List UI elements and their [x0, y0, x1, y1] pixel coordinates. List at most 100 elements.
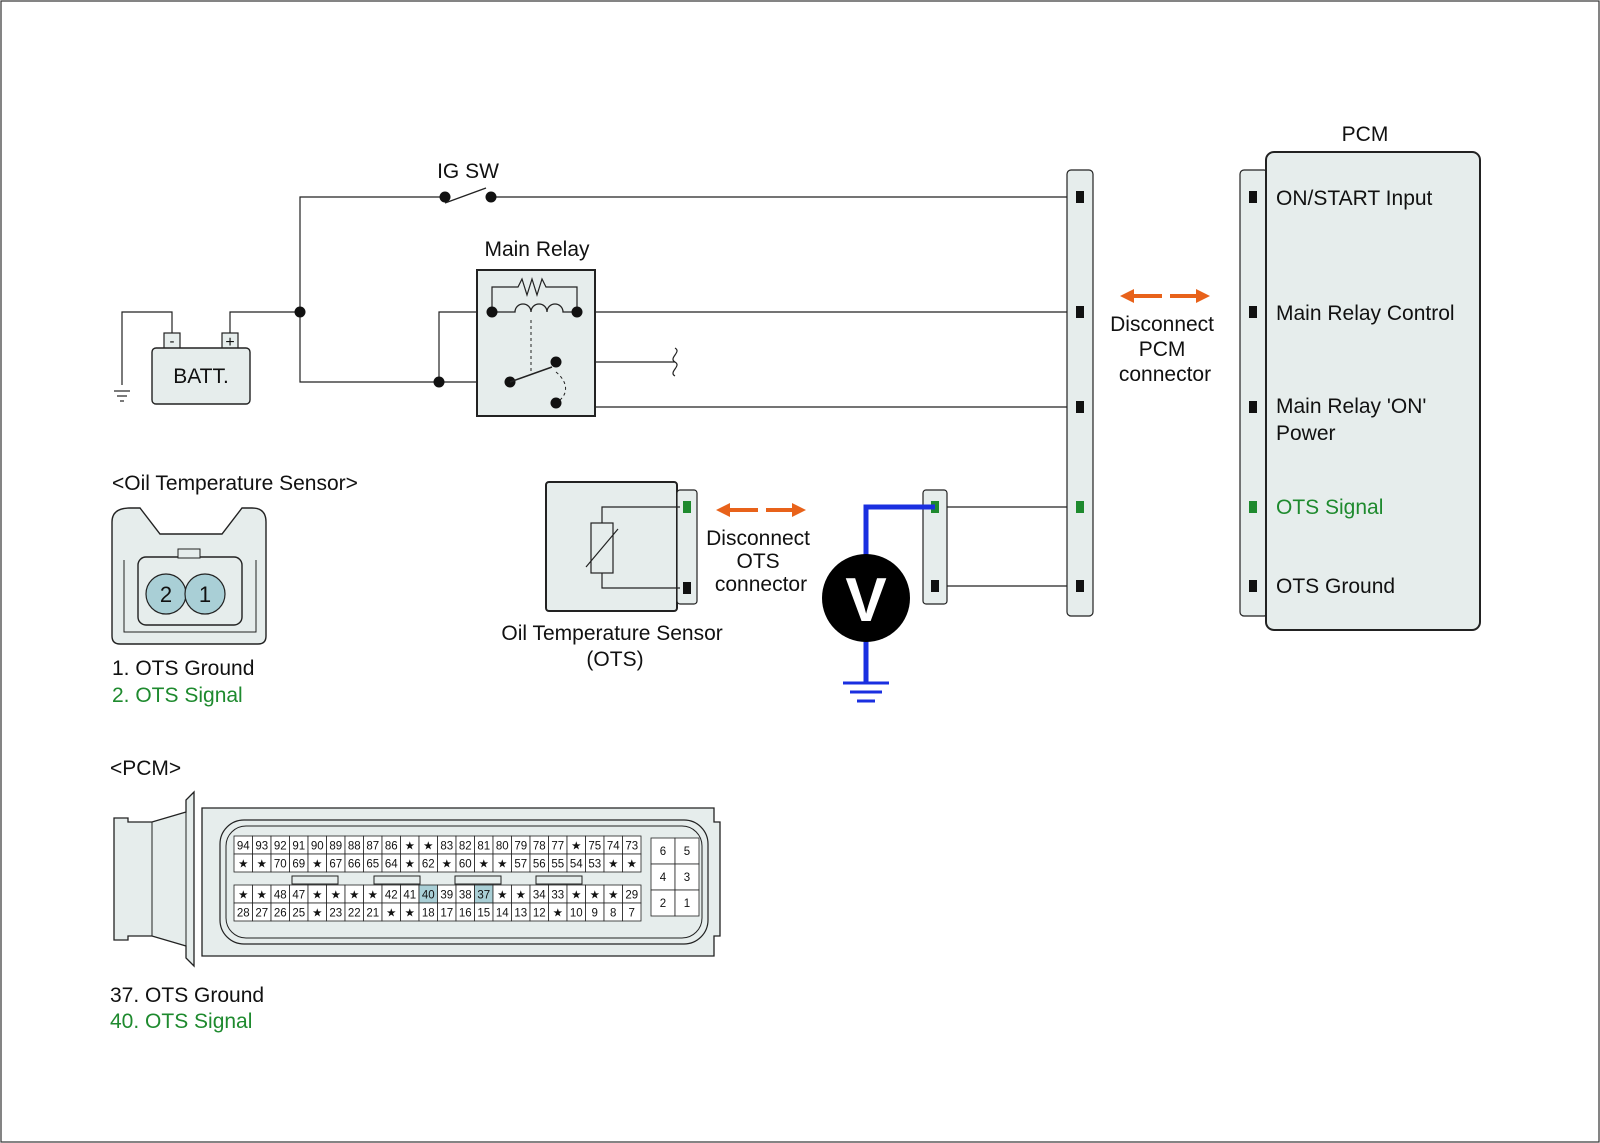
pin-number: ★ — [553, 908, 563, 920]
pin-number: 23 — [329, 908, 342, 920]
pin-number: 37 — [477, 890, 490, 902]
pin-number: 10 — [570, 908, 583, 920]
pin-number: 66 — [348, 859, 361, 871]
pin-cell — [650, 837, 676, 865]
pin-number: ★ — [312, 890, 322, 902]
ig-sw-label: IG SW — [437, 160, 499, 183]
pin-number: ★ — [312, 908, 322, 920]
battery — [151, 332, 251, 405]
pin-number: 86 — [385, 841, 398, 853]
pin-number: ★ — [312, 859, 322, 871]
pcm-harness-connector — [1066, 169, 1094, 617]
pin-number: 17 — [440, 908, 453, 920]
pcm-pin-label: Main Relay Control — [1276, 302, 1455, 325]
pin-number: ★ — [571, 890, 581, 902]
pin-number: 1 — [684, 898, 690, 910]
pin-number: 80 — [496, 841, 509, 853]
pin-number: 82 — [459, 841, 472, 853]
wire-batt-minus — [121, 311, 173, 385]
pin-number: ★ — [442, 859, 452, 871]
pin-number: ★ — [497, 859, 507, 871]
pin-number: ★ — [608, 890, 618, 902]
pcm-module-connector — [1239, 169, 1269, 617]
pin-number: 5 — [684, 846, 690, 858]
pin-number: 18 — [422, 908, 435, 920]
battery-label: BATT. — [173, 365, 229, 388]
pin-number: 69 — [292, 859, 305, 871]
pin-number: 47 — [292, 890, 305, 902]
pin-number: 57 — [514, 859, 527, 871]
pin-number: ★ — [349, 890, 359, 902]
wire-break-symbol — [672, 347, 678, 377]
pin-number: 79 — [514, 841, 527, 853]
pcm-connector-face — [113, 790, 721, 968]
pin-number: 42 — [385, 890, 398, 902]
ots-pin-ground — [683, 582, 691, 594]
pcm-pin-label: ON/START Input — [1276, 187, 1433, 210]
ots-sensor-connector — [676, 489, 698, 605]
pin-number: 25 — [292, 908, 305, 920]
pin-number: 73 — [625, 841, 638, 853]
pin-number: 13 — [514, 908, 527, 920]
pin-number: 87 — [366, 841, 379, 853]
pin-number: ★ — [405, 859, 415, 871]
pin-cell — [650, 863, 676, 891]
pcm-pin-label: OTS Ground — [1276, 575, 1395, 598]
pin-number: ★ — [479, 859, 489, 871]
disconnect-pcm-label: Disconnect PCM connector — [1110, 313, 1220, 386]
ots-sensor-label: Oil Temperature Sensor (OTS) — [501, 622, 728, 671]
pin-number: 90 — [311, 841, 324, 853]
pin-number: 6 — [660, 846, 666, 858]
ots-legend-item: 2. OTS Signal — [112, 684, 243, 707]
pin-number: 75 — [588, 841, 601, 853]
disconnect-ots-arrows-icon — [716, 503, 806, 517]
pin-number: ★ — [590, 890, 600, 902]
pin-number: 83 — [440, 841, 453, 853]
pin-number: 38 — [459, 890, 472, 902]
ots-harness-pin-ground — [931, 580, 939, 592]
pin-number: 12 — [533, 908, 546, 920]
pin-number: 34 — [533, 890, 546, 902]
pin-number: 41 — [403, 890, 416, 902]
voltmeter-symbol: V — [845, 566, 886, 635]
pin-number: 28 — [237, 908, 250, 920]
pin-cell — [674, 889, 700, 917]
voltmeter: V — [822, 504, 935, 703]
pin-number: 77 — [551, 841, 564, 853]
pin-number: 74 — [607, 841, 620, 853]
ots-connector-pin: 2 — [160, 582, 172, 607]
wire-batt-plus — [229, 311, 300, 340]
pin-number: 54 — [570, 859, 583, 871]
pin-cell — [622, 902, 642, 922]
main-relay — [476, 269, 596, 417]
pin-number: 91 — [292, 841, 305, 853]
pin-number: ★ — [257, 890, 267, 902]
relay-resistor-icon — [491, 276, 578, 312]
pin-number: 27 — [255, 908, 268, 920]
pin-number: ★ — [238, 890, 248, 902]
pin-number: ★ — [627, 859, 637, 871]
pcm-legend-item: 37. OTS Ground — [110, 984, 264, 1007]
pin-number: 39 — [440, 890, 453, 902]
battery-ground-icon — [114, 390, 130, 402]
pin-number: 4 — [660, 872, 667, 884]
pcm-title: PCM — [1342, 123, 1389, 146]
ots-harness-connector — [922, 489, 948, 605]
pin-number: ★ — [423, 841, 433, 853]
pin-number: 62 — [422, 859, 435, 871]
pin-number: ★ — [331, 890, 341, 902]
pcm-pin-label-ots-signal: OTS Signal — [1276, 496, 1383, 519]
pcm-pin-label-line2: Power — [1276, 422, 1336, 445]
pin-number: 55 — [551, 859, 564, 871]
pcm-module-pins — [1249, 191, 1257, 592]
pcm-legend-item: 40. OTS Signal — [110, 1010, 252, 1033]
pin-number: 88 — [348, 841, 361, 853]
pin-number: ★ — [608, 859, 618, 871]
pin-number: 22 — [348, 908, 361, 920]
pin-number: ★ — [386, 908, 396, 920]
ig-switch-icon — [439, 187, 497, 204]
connector-shroud — [123, 560, 257, 633]
